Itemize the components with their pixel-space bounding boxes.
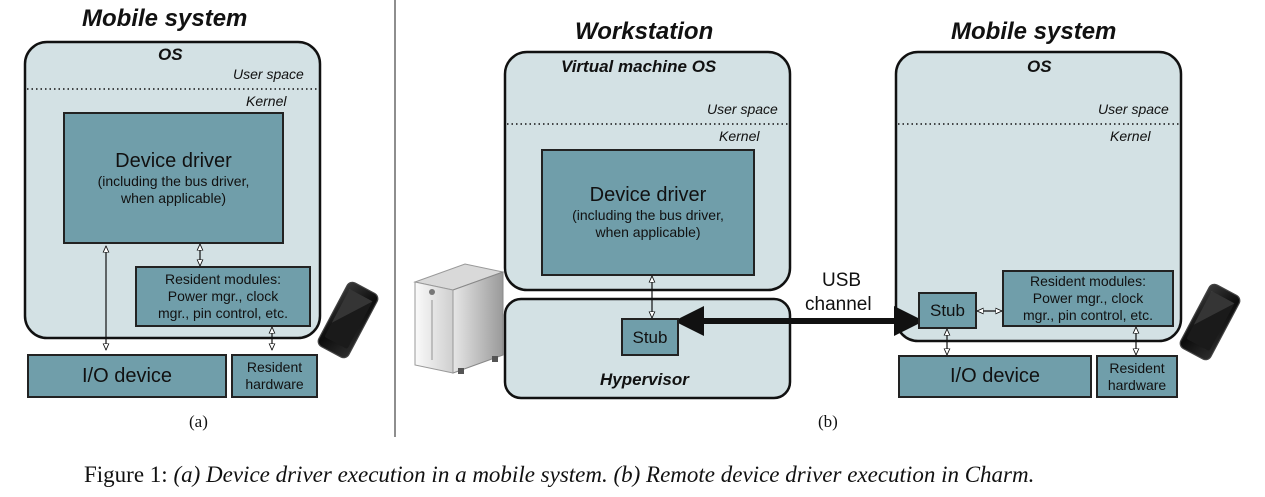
a-os-label: OS bbox=[158, 45, 183, 64]
b-usb-label-2: channel bbox=[805, 294, 872, 315]
b-mobile-stub-box: Stub bbox=[918, 292, 977, 329]
b-ws-stub-box: Stub bbox=[621, 318, 679, 356]
b-ws-kernel-label: Kernel bbox=[719, 128, 760, 144]
a-device-driver-box: Device driver (including the bus driver,… bbox=[63, 112, 284, 244]
b-resident-hw-line-1: Resident bbox=[1109, 359, 1165, 376]
figure-caption: Figure 1: (a) Device driver execution in… bbox=[84, 462, 1034, 488]
b-resident-hardware-box: Resident hardware bbox=[1096, 355, 1178, 398]
b-vm-os-label: Virtual machine OS bbox=[561, 57, 717, 76]
b-user-space-label: User space bbox=[1098, 101, 1169, 117]
a-resident-hardware-box: Resident hardware bbox=[231, 354, 318, 398]
b-ws-stub-label: Stub bbox=[632, 327, 668, 347]
a-user-space-label: User space bbox=[233, 66, 304, 82]
a-resident-line-2: Power mgr., clock bbox=[167, 288, 279, 304]
a-resident-line-1: Resident modules: bbox=[165, 271, 281, 287]
b-resident-line-2: Power mgr., clock bbox=[1032, 290, 1144, 306]
a-resident-line-3: mgr., pin control, etc. bbox=[158, 305, 288, 321]
b-resident-line-1: Resident modules: bbox=[1030, 273, 1146, 289]
phone-icon-b bbox=[1179, 283, 1241, 361]
b-driver-note-1: (including the bus driver, bbox=[572, 207, 724, 223]
b-mobile-stub-label: Stub bbox=[930, 301, 965, 320]
caption-text: (a) Device driver execution in a mobile … bbox=[173, 462, 1035, 487]
phone-icon-a bbox=[317, 281, 379, 359]
b-driver-title: Device driver bbox=[589, 184, 707, 206]
b-panel-label: (b) bbox=[818, 412, 838, 431]
a-kernel-label: Kernel bbox=[246, 93, 287, 109]
b-ws-user-space-label: User space bbox=[707, 101, 778, 117]
a-driver-title: Device driver bbox=[115, 149, 232, 172]
b-resident-line-3: mgr., pin control, etc. bbox=[1023, 307, 1153, 323]
b-mobile-title: Mobile system bbox=[951, 18, 1117, 45]
a-panel-label: (a) bbox=[189, 412, 208, 431]
a-resident-hw-line-1: Resident bbox=[246, 359, 303, 375]
a-resident-hw-line-2: hardware bbox=[245, 376, 304, 392]
b-resident-hw-line-2: hardware bbox=[1107, 376, 1167, 393]
caption-prefix: Figure 1: bbox=[84, 462, 168, 487]
b-io-device-label: I/O device bbox=[949, 365, 1041, 387]
b-hypervisor-label: Hypervisor bbox=[600, 370, 689, 389]
a-driver-note-2: when applicable) bbox=[120, 189, 227, 206]
b-usb-label-1: USB bbox=[822, 270, 862, 291]
a-resident-modules-box: Resident modules: Power mgr., clock mgr.… bbox=[135, 266, 311, 327]
a-io-device-label: I/O device bbox=[81, 364, 173, 387]
a-title: Mobile system bbox=[82, 5, 248, 32]
b-resident-modules-box: Resident modules: Power mgr., clock mgr.… bbox=[1002, 270, 1174, 327]
server-tower-icon bbox=[413, 263, 505, 374]
b-driver-note-2: when applicable) bbox=[595, 224, 701, 240]
b-io-device-box: I/O device bbox=[898, 355, 1092, 398]
b-kernel-label: Kernel bbox=[1110, 128, 1151, 144]
a-driver-note-1: (including the bus driver, bbox=[97, 172, 250, 189]
b-device-driver-box: Device driver (including the bus driver,… bbox=[541, 149, 755, 276]
b-os-label: OS bbox=[1027, 57, 1052, 76]
b-workstation-title: Workstation bbox=[575, 18, 714, 45]
a-io-device-box: I/O device bbox=[27, 354, 227, 398]
